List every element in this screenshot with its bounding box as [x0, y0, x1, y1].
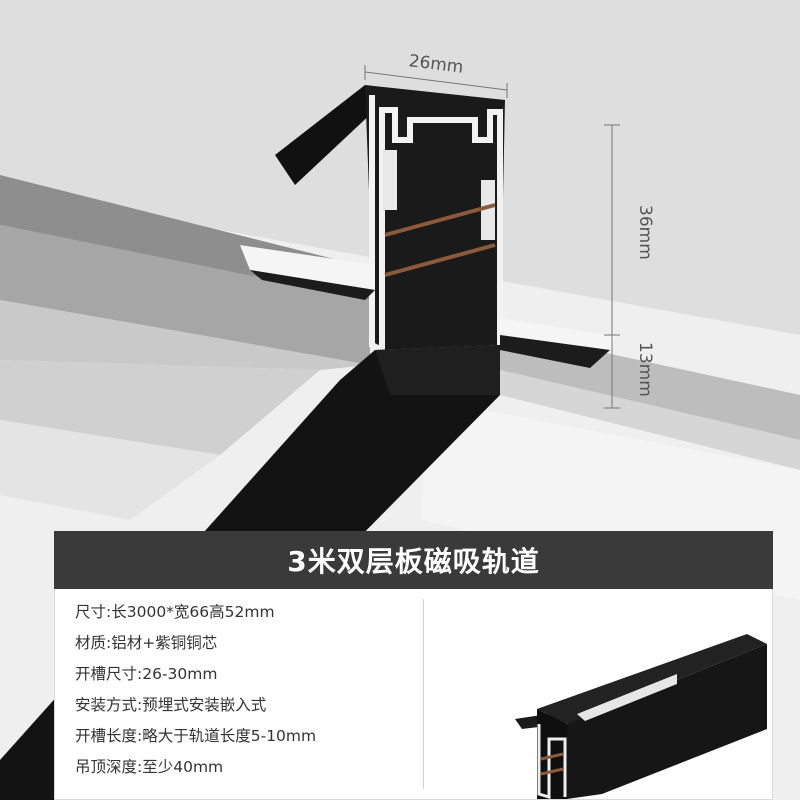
copper-conductor-2 — [384, 243, 496, 277]
thumb-track-top — [537, 634, 767, 724]
fin-right-white — [500, 318, 615, 350]
lower-board-left-face — [0, 420, 220, 520]
thumb-copper-1 — [540, 752, 564, 761]
spec-label: 开槽长度: — [75, 727, 143, 745]
dimension-width — [364, 65, 508, 98]
track-profile-body — [365, 85, 505, 350]
spec-value: 长3000*宽66高52mm — [111, 603, 275, 621]
spec-item-size: 尺寸:长3000*宽66高52mm — [75, 597, 316, 628]
track-long-top — [375, 345, 500, 395]
fin-left-teeth — [250, 270, 375, 300]
thumb-fin-right — [577, 674, 677, 721]
thumb-track-body — [567, 644, 767, 799]
copper-conductor-1 — [384, 203, 496, 237]
spec-label: 材质: — [75, 634, 112, 652]
spec-list: 尺寸:长3000*宽66高52mm 材质:铝材+紫铜铜芯 开槽尺寸:26-30m… — [75, 597, 316, 783]
spec-label: 吊顶深度: — [75, 758, 143, 776]
spec-panel-body: 尺寸:长3000*宽66高52mm 材质:铝材+紫铜铜芯 开槽尺寸:26-30m… — [54, 589, 773, 800]
dimension-height-upper-label: 36mm — [635, 205, 655, 260]
spec-value: 至少40mm — [142, 758, 224, 776]
thumb-copper-2 — [540, 767, 564, 776]
spec-item-install-method: 安装方式:预埋式安装嵌入式 — [75, 690, 316, 721]
dimension-height-lower-label: 13mm — [635, 342, 655, 397]
ceiling-board-upper — [0, 225, 370, 365]
spec-value: 26-30mm — [142, 665, 218, 683]
product-title: 3米双层板磁吸轨道 — [54, 531, 773, 589]
spec-label: 尺寸: — [75, 603, 112, 621]
spec-item-slot-length: 开槽长度:略大于轨道长度5-10mm — [75, 721, 316, 752]
ceiling-right-face — [500, 370, 800, 470]
spec-item-ceiling-depth: 吊顶深度:至少40mm — [75, 752, 316, 783]
spec-value: 铝材+紫铜铜芯 — [111, 634, 218, 652]
ceiling-board-upper-face — [0, 300, 370, 370]
lower-board-left — [0, 360, 320, 455]
track-inner-clip-right — [481, 180, 495, 240]
spec-item-slot-size: 开槽尺寸:26-30mm — [75, 659, 316, 690]
dimension-height — [604, 124, 620, 409]
track-inner-clip-left — [383, 150, 397, 210]
spec-label: 安装方式: — [75, 696, 143, 714]
track-product-thumbnail — [515, 634, 767, 799]
thumb-track-side — [537, 709, 567, 799]
spec-label: 开槽尺寸: — [75, 665, 143, 683]
panel-divider — [423, 599, 424, 789]
track-aluminium-outline — [369, 95, 503, 355]
spec-value: 略大于轨道长度5-10mm — [142, 727, 317, 745]
thumb-profile-outline — [537, 724, 567, 799]
fin-left-white — [240, 245, 375, 290]
spec-panel: 3米双层板磁吸轨道 尺寸:长3000*宽66高52mm 材质:铝材+紫铜铜芯 开… — [54, 531, 773, 800]
fin-right-teeth — [500, 335, 610, 368]
spec-value: 预埋式安装嵌入式 — [142, 696, 267, 714]
track-top-flange — [275, 85, 375, 185]
spec-item-material: 材质:铝材+紫铜铜芯 — [75, 628, 316, 659]
